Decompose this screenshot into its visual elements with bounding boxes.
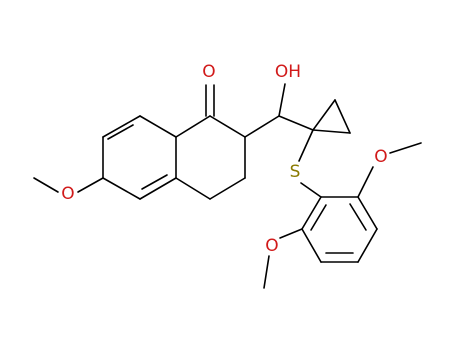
- bond: [279, 228, 303, 239]
- atom-labels: O OH S O O O: [61, 62, 387, 256]
- bond: [141, 174, 168, 190]
- bond: [77, 177, 104, 193]
- bond: [278, 83, 286, 117]
- bond: [312, 129, 351, 134]
- bond: [310, 204, 327, 231]
- bond: [312, 99, 336, 131]
- bond: [298, 129, 314, 162]
- bond: [209, 177, 246, 200]
- bond: [301, 228, 322, 263]
- hydroxyl-label: OH: [275, 62, 301, 82]
- bond: [357, 228, 378, 263]
- bond: [301, 196, 322, 230]
- bond: [357, 166, 374, 198]
- bond: [107, 124, 134, 140]
- methoxy-oxygen-top-right-label: O: [374, 147, 387, 167]
- bond: [349, 203, 367, 231]
- bonds: [33, 83, 422, 289]
- bond: [263, 255, 270, 289]
- bond: [139, 115, 177, 138]
- bond: [244, 115, 280, 138]
- bond: [209, 115, 246, 138]
- methoxy-oxygen-bottom-label: O: [265, 236, 278, 256]
- bond: [139, 177, 177, 200]
- bond: [300, 182, 322, 198]
- bond: [102, 177, 141, 200]
- sulfur-label: S: [290, 162, 301, 182]
- bond: [389, 142, 422, 154]
- bond: [175, 115, 211, 138]
- bond: [175, 177, 211, 200]
- bond: [357, 196, 378, 230]
- bond: [278, 115, 314, 131]
- bond: [334, 99, 351, 134]
- bond: [33, 177, 59, 193]
- carbonyl-oxygen-label: O: [202, 62, 215, 82]
- bond: [102, 115, 141, 138]
- methoxy-oxygen-left-label: O: [61, 184, 74, 204]
